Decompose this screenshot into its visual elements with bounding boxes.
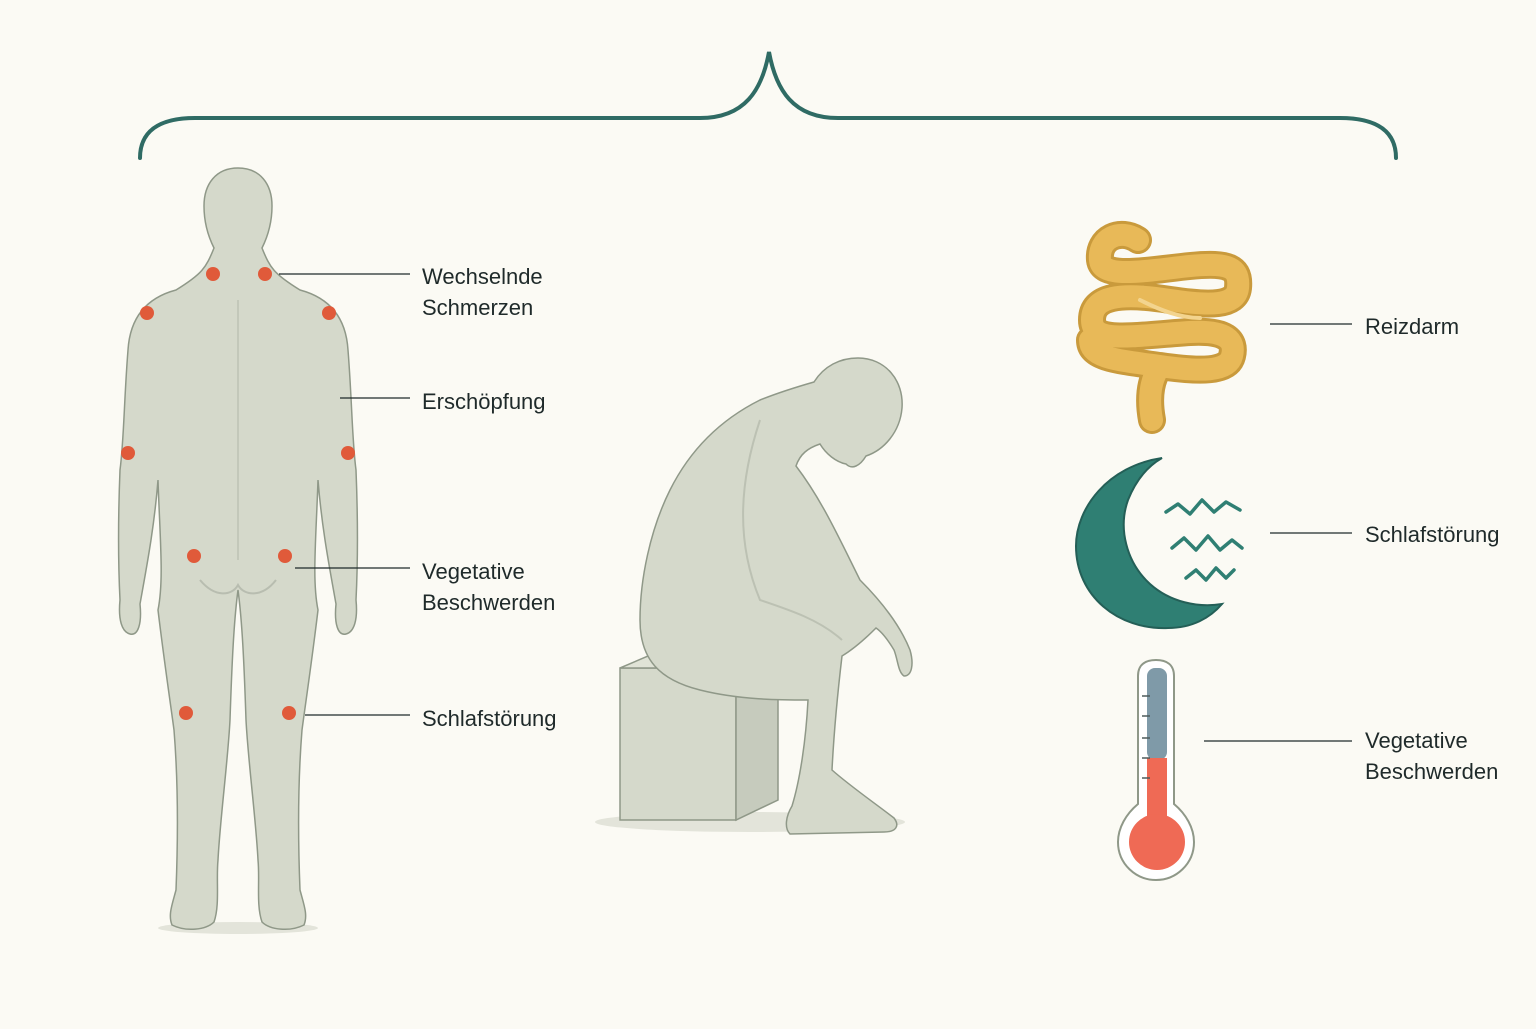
crescent-moon-icon <box>1074 457 1244 630</box>
grouping-brace <box>138 51 1398 160</box>
pain-point-shoulder-left <box>140 306 154 320</box>
pain-point-knee-right <box>282 706 296 720</box>
label-pain: Wechselnde Schmerzen <box>422 261 543 323</box>
pain-point-neck-left <box>206 267 220 281</box>
left-leader-lines <box>279 273 410 716</box>
label-pain-line1: Wechselnde <box>422 264 543 289</box>
right-leader-lines <box>1204 323 1352 742</box>
label-vegetative-right: Vegetative Beschwerden <box>1365 725 1498 787</box>
label-vegetative-line1: Vegetative <box>422 559 525 584</box>
label-pain-line2: Schmerzen <box>422 295 534 320</box>
pain-point-elbow-left <box>121 446 135 460</box>
standing-body-back-icon <box>117 167 359 934</box>
label-fatigue: Erschöpfung <box>422 389 546 414</box>
pain-point-hip-left <box>187 549 201 563</box>
pain-point-neck-right <box>258 267 272 281</box>
thermometer-fill-segment <box>1147 758 1167 818</box>
pain-point-elbow-right <box>341 446 355 460</box>
thermometer-icon <box>1116 658 1196 882</box>
label-sleep: Schlafstörung <box>422 706 557 731</box>
sitting-exhausted-person-icon <box>595 357 913 835</box>
label-vegetative-line2: Beschwerden <box>422 590 556 615</box>
label-vegetative-right-line2: Beschwerden <box>1365 759 1499 784</box>
pain-point-hip-right <box>278 549 292 563</box>
label-bowel: Reizdarm <box>1365 314 1460 339</box>
pain-points <box>121 267 355 720</box>
intestine-icon <box>1076 220 1253 434</box>
label-vegetative-right-line1: Vegetative <box>1365 728 1468 753</box>
thermometer-cold-segment <box>1147 668 1167 760</box>
pain-point-knee-left <box>179 706 193 720</box>
label-sleep-right: Schlafstörung <box>1365 522 1500 547</box>
label-vegetative: Vegetative Beschwerden <box>422 556 555 618</box>
pain-point-shoulder-right <box>322 306 336 320</box>
